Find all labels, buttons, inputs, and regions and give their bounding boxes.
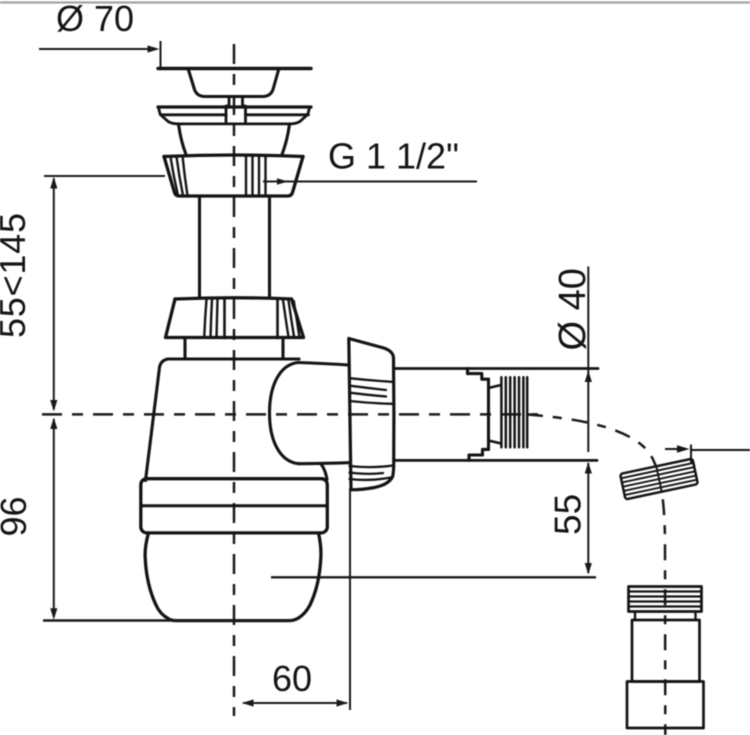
svg-text:Ø 40: Ø 40 xyxy=(552,268,594,350)
svg-text:96: 96 xyxy=(0,496,34,536)
svg-text:55<145: 55<145 xyxy=(0,213,33,338)
svg-text:55: 55 xyxy=(548,494,589,535)
svg-text:60: 60 xyxy=(272,658,312,699)
svg-text:Ø 70: Ø 70 xyxy=(56,0,134,39)
svg-text:G 1 1/2": G 1 1/2" xyxy=(328,136,459,177)
